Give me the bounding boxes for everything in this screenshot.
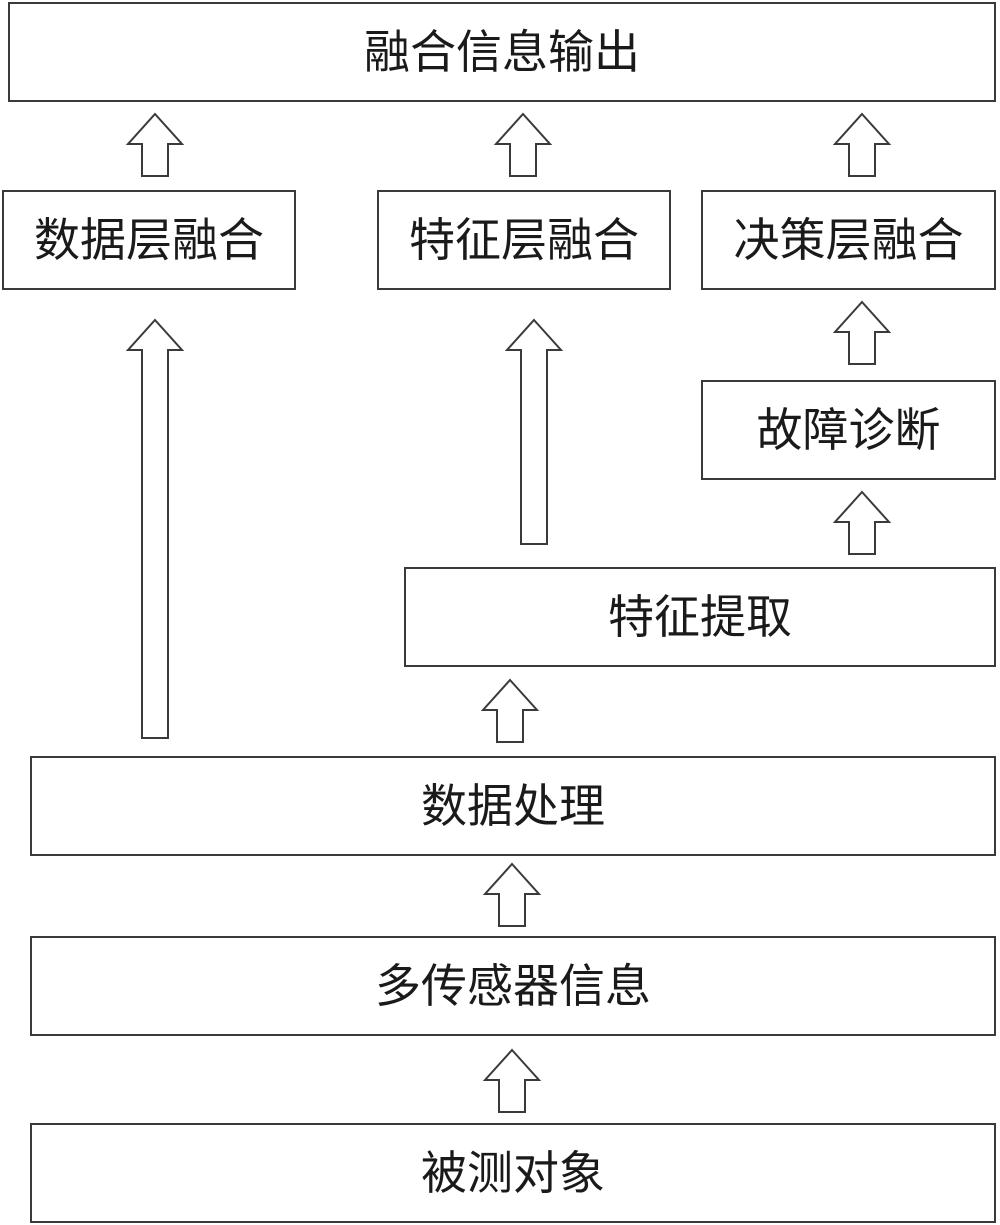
data-processing-box: 数据处理 bbox=[30, 756, 996, 856]
data-processing-label: 数据处理 bbox=[421, 779, 605, 833]
arrow-feature-extraction-to-feature-fusion bbox=[504, 318, 564, 545]
arrow-measured-object-to-multi-sensor bbox=[482, 1048, 542, 1113]
fault-diagnosis-label: 故障诊断 bbox=[756, 403, 941, 457]
measured-object-box: 被测对象 bbox=[30, 1123, 996, 1223]
arrow-data-processing-to-data-fusion bbox=[125, 318, 185, 739]
feature-layer-fusion-label: 特征层融合 bbox=[409, 213, 639, 267]
measured-object-label: 被测对象 bbox=[421, 1146, 605, 1200]
arrow-feature-extraction-to-diagnosis bbox=[832, 490, 892, 555]
multi-sensor-info-box: 多传感器信息 bbox=[30, 936, 996, 1036]
data-layer-fusion-label: 数据层融合 bbox=[34, 213, 264, 267]
fusion-output-box: 融合信息输出 bbox=[8, 2, 996, 102]
arrow-data-fusion-to-output bbox=[125, 112, 185, 177]
arrow-multi-sensor-to-data-processing bbox=[482, 862, 542, 927]
feature-extraction-box: 特征提取 bbox=[404, 567, 996, 667]
multi-sensor-info-label: 多传感器信息 bbox=[375, 959, 651, 1013]
data-layer-fusion-box: 数据层融合 bbox=[2, 190, 296, 290]
fault-diagnosis-box: 故障诊断 bbox=[701, 380, 996, 480]
feature-extraction-label: 特征提取 bbox=[608, 590, 792, 644]
feature-layer-fusion-box: 特征层融合 bbox=[377, 190, 671, 290]
decision-layer-fusion-box: 决策层融合 bbox=[701, 190, 996, 290]
fusion-output-label: 融合信息输出 bbox=[364, 25, 640, 79]
arrow-decision-fusion-to-output bbox=[832, 112, 892, 177]
arrow-data-processing-to-feature-extraction bbox=[480, 678, 540, 743]
arrow-feature-fusion-to-output bbox=[493, 112, 553, 177]
arrow-diagnosis-to-decision-fusion bbox=[832, 300, 892, 365]
decision-layer-fusion-label: 决策层融合 bbox=[733, 213, 964, 267]
